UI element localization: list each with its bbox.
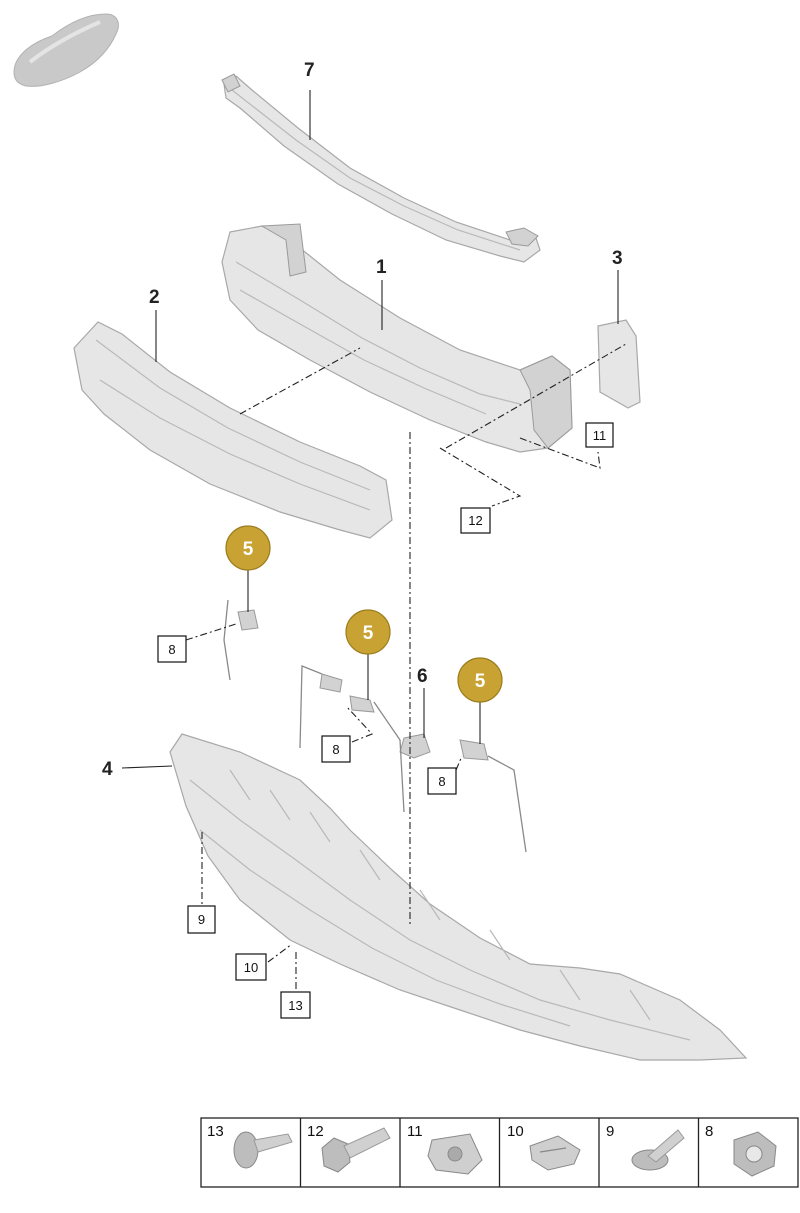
- boxed-callout-8b: 8: [321, 735, 351, 763]
- hex-nut-icon: [733, 1131, 777, 1177]
- svg-text:13: 13: [288, 998, 302, 1013]
- boxed-callout-8c: 8: [427, 767, 457, 795]
- boxed-callout-13: 13: [280, 991, 311, 1019]
- boxed-callout-12: 12: [460, 507, 491, 534]
- hardware-legend: 13 12 11 10: [200, 1117, 799, 1188]
- sensor-assembly-a: [223, 570, 259, 681]
- bolt-flanged-icon: [233, 1131, 293, 1169]
- sensor-assembly-c: [459, 702, 527, 853]
- svg-text:9: 9: [198, 912, 205, 927]
- svg-text:13: 13: [207, 1123, 224, 1140]
- callout-4: 4: [102, 759, 113, 780]
- clip-nut-icon: [427, 1133, 483, 1175]
- car-silhouette-icon: [13, 13, 119, 87]
- boxed-callout-11: 11: [585, 422, 614, 448]
- part-crossmember: [221, 223, 573, 453]
- svg-text:11: 11: [593, 428, 607, 443]
- hex-bolt-icon: [321, 1127, 391, 1173]
- legend-cell-13[interactable]: 13: [207, 1123, 293, 1169]
- leader-lines: [121, 90, 627, 992]
- part-side-plate: [597, 319, 641, 409]
- part-undertray: [169, 733, 748, 1061]
- svg-text:5: 5: [475, 671, 486, 692]
- callout-3: 3: [612, 248, 623, 269]
- expansion-rivet-icon: [631, 1129, 685, 1171]
- svg-text:10: 10: [244, 960, 258, 975]
- legend-cell-11[interactable]: 11: [407, 1123, 483, 1175]
- callout-6: 6: [417, 666, 428, 687]
- callout-2: 2: [149, 287, 160, 308]
- part-upper-beam: [221, 73, 541, 263]
- boxed-callout-8a: 8: [157, 635, 187, 663]
- highlight-callout-5b[interactable]: 5: [345, 609, 391, 655]
- part-bracket: [399, 688, 431, 759]
- highlight-callout-5c[interactable]: 5: [457, 657, 503, 703]
- svg-text:10: 10: [507, 1123, 524, 1140]
- svg-text:12: 12: [307, 1123, 324, 1140]
- legend-cell-9[interactable]: 9: [606, 1123, 685, 1171]
- svg-text:8: 8: [705, 1123, 713, 1140]
- callout-7: 7: [304, 60, 315, 81]
- svg-text:5: 5: [363, 623, 374, 644]
- legend-cell-10[interactable]: 10: [507, 1123, 581, 1171]
- svg-text:8: 8: [438, 774, 445, 789]
- legend-cell-8[interactable]: 8: [705, 1123, 777, 1177]
- svg-text:5: 5: [243, 539, 254, 560]
- highlight-callout-5a[interactable]: 5: [225, 525, 271, 571]
- svg-text:9: 9: [606, 1123, 614, 1140]
- svg-text:11: 11: [407, 1123, 423, 1140]
- legend-cell-12[interactable]: 12: [307, 1123, 391, 1173]
- svg-text:8: 8: [332, 742, 339, 757]
- spring-clip-icon: [529, 1135, 581, 1171]
- svg-text:12: 12: [468, 513, 482, 528]
- part-absorber: [73, 321, 393, 539]
- callout-1: 1: [376, 257, 387, 278]
- svg-text:8: 8: [168, 642, 175, 657]
- sensor-assembly-b: [299, 654, 405, 813]
- boxed-callout-10: 10: [235, 953, 267, 981]
- boxed-callout-9: 9: [187, 905, 216, 934]
